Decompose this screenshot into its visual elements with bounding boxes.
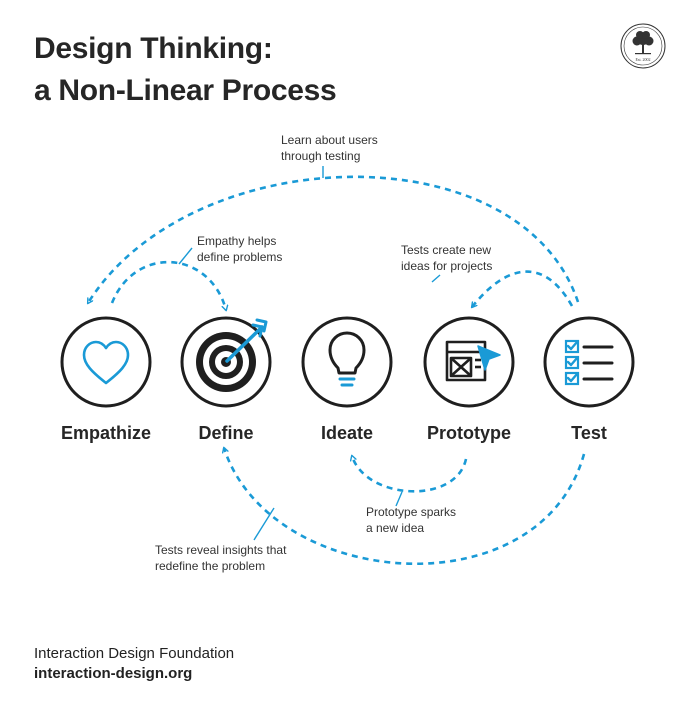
- stage-label-define: Define: [198, 423, 254, 443]
- checklist-icon: [564, 339, 614, 386]
- arrow-test-to-empathize: [86, 175, 580, 305]
- annotation-learn: Learn about users through testing: [281, 133, 378, 163]
- title-line-2: a Non-Linear Process: [34, 74, 337, 107]
- leader-tests-create: [431, 274, 441, 283]
- svg-text:Est. 2002: Est. 2002: [635, 57, 650, 62]
- stage-label-ideate: Ideate: [320, 423, 374, 443]
- stage-label-prototype: Prototype: [426, 423, 511, 443]
- title-line-1: Design Thinking:: [34, 32, 273, 65]
- footer-url: interaction-design.org: [34, 665, 193, 682]
- tree-icon: [632, 31, 654, 55]
- page-title: Design Thinking: a Non-Linear Process: [34, 28, 337, 112]
- footer: Interaction Design Foundation interactio…: [34, 644, 234, 684]
- target-icon: [196, 318, 268, 392]
- heart-icon: [82, 340, 130, 385]
- leader-tests-reveal: [253, 507, 275, 541]
- stage-define-node: [180, 316, 272, 408]
- annotation-prototype-sparks: Prototype sparks a new idea: [366, 505, 457, 535]
- lightbulb-icon: [328, 331, 366, 387]
- annotation-empathy: Empathy helps define problems: [197, 234, 283, 264]
- arrow-empathize-to-define: [110, 260, 229, 312]
- stage-test-node: [543, 316, 635, 408]
- prototype-icon: [445, 340, 501, 382]
- stage-empathize-node: [60, 316, 152, 408]
- annotation-tests-create: Tests create new ideas for projects: [401, 243, 493, 273]
- arrow-test-to-prototype: [470, 270, 574, 309]
- stage-label-test: Test: [571, 423, 607, 443]
- stage-label-empathize: Empathize: [60, 423, 152, 443]
- idf-logo: Est. 2002: [620, 23, 666, 69]
- stage-ideate-node: [301, 316, 393, 408]
- leader-prototype-sparks: [395, 491, 403, 507]
- arrow-prototype-to-ideate: [349, 454, 468, 493]
- annotation-tests-reveal: Tests reveal insights that redefine the …: [155, 543, 287, 573]
- footer-org: Interaction Design Foundation: [34, 645, 235, 662]
- leader-empathy: [178, 247, 193, 265]
- stage-prototype-node: [423, 316, 515, 408]
